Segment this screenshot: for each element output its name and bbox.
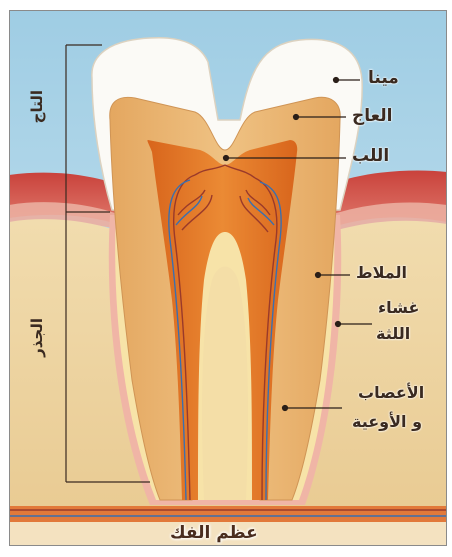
label-nerves-line2: و الأوعية <box>352 412 422 431</box>
label-crown: التاج <box>28 90 46 123</box>
label-jaw-bone: عظم الفك <box>170 523 258 543</box>
jaw-bone-bar <box>9 506 447 522</box>
label-pulp: اللب <box>352 146 389 166</box>
label-enamel: مينا <box>368 68 399 88</box>
label-cementum: الملاط <box>356 263 407 282</box>
label-nerves-line1: الأعصاب <box>358 383 424 402</box>
label-gum-line2: اللثة <box>376 324 410 343</box>
label-gum-line1: غشاء <box>378 298 419 317</box>
label-root: الجذر <box>28 318 46 357</box>
label-dentin: العاج <box>352 106 392 126</box>
